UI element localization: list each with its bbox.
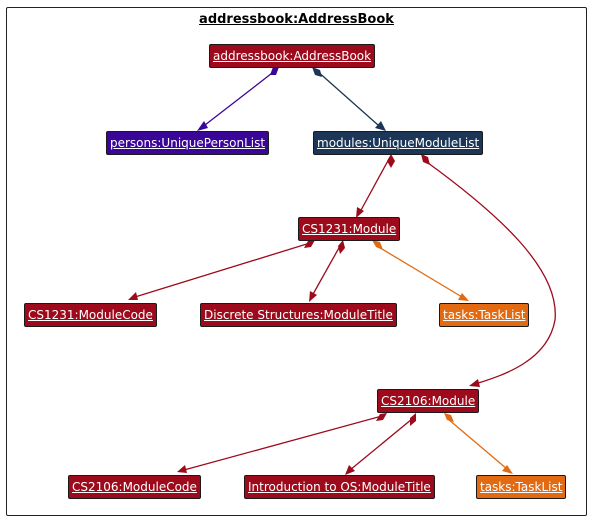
- arrowhead-cs2106-code: [177, 465, 187, 473]
- arrowhead-cs2106-title: [345, 465, 355, 475]
- arrowhead-modules: [375, 121, 386, 131]
- edge-cs2106-code: [183, 415, 383, 471]
- diamond-modules-cs1231: [387, 154, 395, 168]
- node-cs2106-code[interactable]: CS2106:ModuleCode: [68, 475, 201, 499]
- node-modules[interactable]: modules:UniqueModuleList: [313, 131, 484, 155]
- diagram-frame: addressbook:AddressBook: [6, 7, 587, 516]
- diamond-cs1231-code: [304, 240, 315, 248]
- edge-cs1231-tasks: [376, 245, 463, 298]
- node-cs2106-tasks[interactable]: tasks:TaskList: [476, 475, 567, 499]
- diamond-modules-cs2106: [421, 154, 430, 165]
- diamond-cs1231-tasks: [372, 240, 383, 250]
- arrowhead-cs1231-module: [356, 207, 364, 218]
- arrowhead-cs2106-tasks: [502, 465, 513, 474]
- arrowhead-cs2106-module: [469, 379, 480, 387]
- arrowhead-persons: [197, 121, 208, 131]
- node-cs1231-tasks[interactable]: tasks:TaskList: [439, 303, 530, 327]
- diamond-cs2106-title: [410, 413, 416, 426]
- edge-cs2106-tasks: [447, 418, 508, 470]
- diamond-cs2106-code: [376, 413, 387, 421]
- edge-modules-cs2106: [423, 159, 556, 385]
- edge-cs1231-title: [311, 245, 341, 297]
- node-cs1231-module[interactable]: CS1231:Module: [298, 217, 401, 241]
- edge-cs1231-code: [134, 242, 311, 298]
- node-addressbook[interactable]: addressbook:AddressBook: [209, 44, 376, 68]
- node-cs1231-code[interactable]: CS1231:ModuleCode: [24, 303, 157, 327]
- edge-modules-cs1231: [359, 156, 391, 213]
- node-persons[interactable]: persons:UniquePersonList: [106, 131, 270, 155]
- node-cs1231-title[interactable]: Discrete Structures:ModuleTitle: [200, 303, 397, 327]
- edge-cs2106-title: [349, 418, 413, 471]
- edge-addressbook-modules: [315, 69, 379, 126]
- arrowhead-cs1231-code: [128, 292, 138, 300]
- arrowhead-cs1231-title: [309, 291, 317, 302]
- frame-title: addressbook:AddressBook: [199, 12, 394, 27]
- diamond-addressbook-persons: [270, 67, 279, 75]
- diamond-cs1231-title: [338, 240, 345, 254]
- node-cs2106-module[interactable]: CS2106:Module: [377, 389, 480, 413]
- arrowhead-cs1231-tasks: [458, 293, 469, 301]
- diamond-cs2106-tasks: [444, 413, 454, 422]
- edge-addressbook-persons: [204, 69, 277, 126]
- diamond-addressbook-modules: [312, 67, 322, 77]
- node-cs2106-title[interactable]: Introduction to OS:ModuleTitle: [244, 475, 435, 499]
